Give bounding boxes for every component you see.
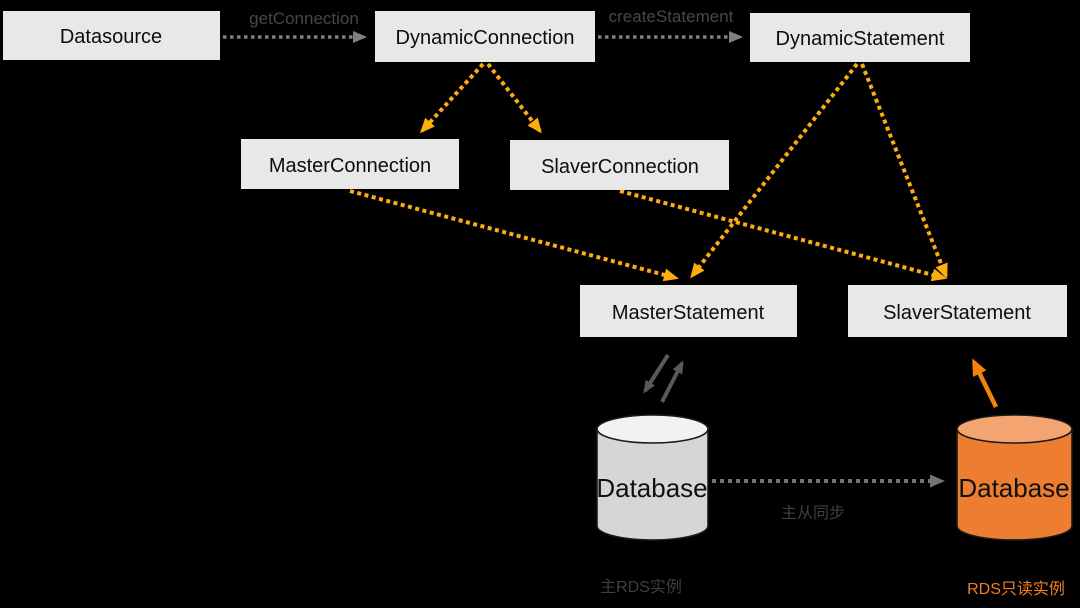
node-slaver-connection-label: SlaverConnection: [541, 156, 699, 178]
edge-label-master-slave-sync: 主从同步: [781, 504, 845, 522]
node-slaver-statement: SlaverStatement: [848, 285, 1067, 337]
edge-masterconnection-to-masterstatement: [349, 189, 679, 282]
node-dynamic-statement: DynamicStatement: [750, 13, 970, 62]
node-master-connection: MasterConnection: [241, 139, 459, 189]
readonly-database-caption: RDS只读实例: [967, 580, 1065, 598]
edge-dynamicconnection-to-slaverconnection: [486, 62, 542, 134]
master-database-caption: 主RDS实例: [600, 578, 682, 596]
edge-label-create-statement: createStatement: [609, 7, 734, 26]
master-database-label: Database: [596, 473, 707, 503]
node-datasource: Datasource: [3, 11, 220, 60]
node-slaver-connection: SlaverConnection: [510, 140, 729, 190]
node-master-statement: MasterStatement: [580, 285, 797, 337]
node-dynamic-statement-label: DynamicStatement: [776, 28, 945, 50]
edge-masterstatement-to-masterdb: [643, 353, 670, 394]
edge-dynamicstatement-to-slaverstatement: [860, 63, 948, 279]
edge-slaverconnection-to-slaverstatement: [619, 189, 947, 282]
readonly-database-cylinder: Database: [956, 414, 1073, 541]
edge-masterdb-to-masterstatement: [660, 360, 684, 403]
edge-readonlydb-to-slaverstatement: [971, 358, 999, 408]
edge-dynamicconnection-to-masterconnection: [419, 62, 485, 134]
readonly-database-top: [956, 414, 1073, 444]
edge-label-get-connection: getConnection: [249, 9, 359, 28]
node-slaver-statement-label: SlaverStatement: [883, 302, 1031, 324]
node-datasource-label: Datasource: [60, 26, 162, 48]
node-master-statement-label: MasterStatement: [612, 302, 765, 324]
master-database-top: [596, 414, 709, 444]
node-dynamic-connection-label: DynamicConnection: [396, 27, 575, 49]
node-dynamic-connection: DynamicConnection: [375, 11, 595, 62]
master-database-cylinder: Database: [596, 414, 709, 541]
node-master-connection-label: MasterConnection: [269, 155, 431, 177]
readonly-database-label: Database: [958, 473, 1069, 503]
